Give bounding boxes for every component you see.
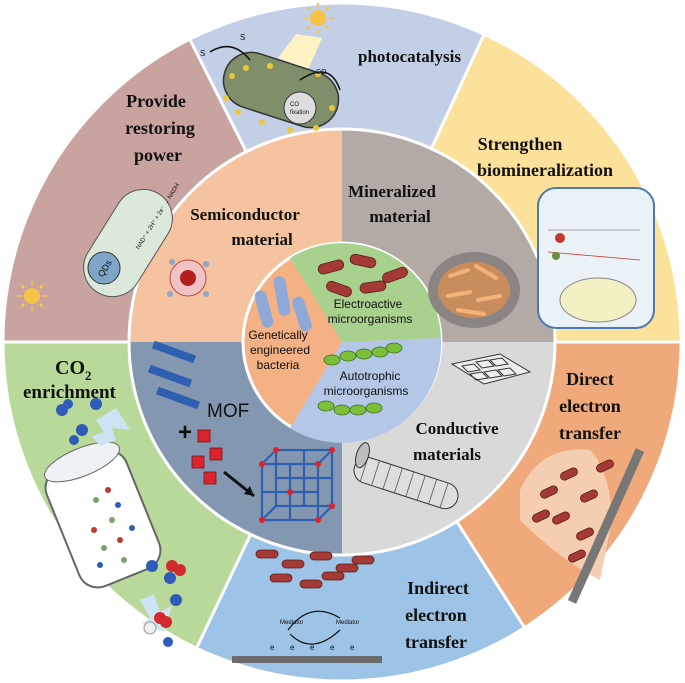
sun-icon-top: [303, 3, 333, 33]
electron-label-5: e: [350, 643, 355, 652]
label-direct: Direct: [566, 369, 614, 389]
mineralized-aggregate: [428, 252, 520, 328]
label-genetically: Genetically: [248, 328, 307, 342]
mof-lattice: [259, 447, 335, 523]
label-engineered: engineered: [250, 343, 310, 357]
inner-autotrophic: [290, 338, 442, 443]
label-transfer-direct: transfer: [559, 423, 621, 443]
co2-fixation-label-2: fixation: [290, 110, 309, 116]
assembly-arrowhead: [244, 486, 254, 496]
label-transfer-indirect: transfer: [405, 632, 467, 652]
label-power: power: [134, 145, 182, 165]
co2-molecules-top: [56, 398, 102, 445]
metal-nodes: [191, 429, 223, 485]
label-electroactive: Electroactive: [334, 297, 403, 311]
label-semiconductor-material: material: [231, 230, 293, 249]
label-microorganisms-electroactive: microorganisms: [328, 312, 413, 326]
label-restoring: restoring: [125, 118, 195, 138]
co2-molecules-bottom: [143, 560, 186, 647]
label-mineralized: Mineralized: [348, 182, 436, 201]
carbon-nanotube: [353, 442, 459, 510]
electron-label-3: e: [310, 643, 315, 652]
electron-label-2: e: [290, 643, 295, 652]
label-semiconductor: Semiconductor: [190, 205, 300, 224]
graphene-sheet: [450, 353, 532, 385]
label-microorganisms-autotrophic: microorganisms: [324, 384, 409, 398]
engineered-bacteria: [254, 276, 312, 332]
autotrophic-chain: [317, 342, 403, 416]
label-conductive: Conductive: [415, 419, 499, 438]
label-indirect: Indirect: [407, 578, 469, 598]
s-red-label: S: [240, 33, 245, 42]
co2-small-label: CO: [316, 69, 327, 76]
biofilm-electrode: [520, 448, 645, 604]
photocatalytic-bacterium: [209, 45, 341, 133]
mof-nanosheets: [147, 340, 201, 410]
light-beam: [278, 34, 322, 70]
label-biomineralization: biomineralization: [477, 160, 613, 180]
plus-sign: +: [178, 419, 192, 446]
semiconductor-nanoparticle: [167, 259, 209, 297]
mof-cylinder: [44, 441, 162, 589]
label-electron-direct: electron: [559, 396, 621, 416]
label-co2: CO2: [55, 357, 92, 383]
electron-label-4: e: [330, 643, 335, 652]
co2-fixation-label-1: CO: [290, 102, 299, 108]
label-bacteria: bacteria: [257, 358, 300, 372]
indirect-transfer-illustration: Mediator Mediator e e e e e: [232, 549, 382, 663]
s-ox-label: S: [200, 49, 205, 58]
biomineralization-cell: [537, 187, 655, 329]
label-conductive-materials: materials: [413, 445, 481, 464]
label-mineralized-material: material: [369, 207, 431, 226]
mediator-ox-label: Mediator: [280, 620, 303, 626]
electroactive-bacteria: [317, 253, 408, 298]
label-enrichment: enrichment: [23, 382, 117, 403]
flow-arrow-up: [92, 408, 130, 446]
sun-icon-left: [17, 281, 47, 311]
mediator-red-label: Mediator: [336, 620, 359, 626]
label-strengthen: Strengthen: [478, 134, 563, 154]
inner-circle: [241, 241, 443, 443]
label-provide: Provide: [126, 91, 186, 111]
label-photocatalysis: photocatalysis: [358, 47, 461, 66]
label-mof: MOF: [207, 401, 249, 422]
label-autotrophic: Autotrophic: [340, 369, 401, 383]
label-electron-indirect: electron: [405, 605, 467, 625]
electron-label-1: e: [270, 643, 275, 652]
